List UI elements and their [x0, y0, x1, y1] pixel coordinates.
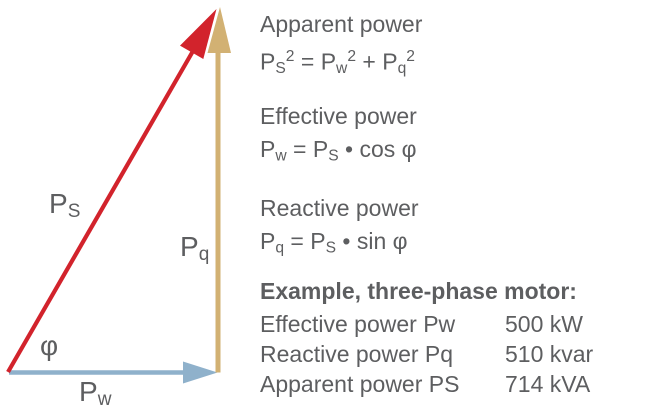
- formula-sub: S: [325, 239, 337, 257]
- formula-text: P: [382, 48, 398, 75]
- apparent-power-formula: PS2 = Pw2 + Pq2: [260, 40, 422, 86]
- example-row-label: Effective power Pw: [260, 311, 456, 337]
- formula-text: • sin φ: [336, 228, 408, 254]
- formula-text: P: [310, 228, 326, 254]
- label-ps-main: P: [49, 188, 68, 219]
- example-row-value: 510 kvar: [505, 341, 594, 367]
- label-pw-main: P: [79, 376, 98, 407]
- example-row: Apparent power PS 714 kVA: [260, 370, 650, 398]
- example-row-label: Apparent power PS: [260, 371, 460, 397]
- formula-sup: 2: [347, 48, 357, 65]
- label-ps: PS: [49, 188, 80, 223]
- example-row: Reactive power Pq 510 kvar: [260, 340, 650, 368]
- label-pq-sub: q: [198, 244, 210, 266]
- label-ps-sub: S: [67, 201, 81, 223]
- formula-text: P: [260, 48, 276, 75]
- reactive-power-formula: Pq = PS • sin φ: [260, 224, 419, 265]
- formula-text: P: [320, 48, 337, 75]
- formula-text: • cos φ: [338, 136, 417, 162]
- example-row: Effective power Pw 500 kW: [260, 310, 650, 338]
- effective-power-arrowhead: [183, 361, 218, 384]
- formula-sub: q: [397, 60, 407, 78]
- formula-sub: w: [336, 60, 348, 78]
- label-pq: Pq: [180, 231, 209, 266]
- label-pw: Pw: [79, 376, 111, 411]
- formula-text: +: [356, 48, 383, 75]
- formula-text: =: [286, 136, 313, 162]
- formula-sub: S: [275, 60, 286, 78]
- apparent-power-arrowhead: [180, 9, 217, 59]
- formula-text: P: [312, 136, 329, 162]
- label-pq-main: P: [180, 231, 199, 262]
- reactive-power-vector: [207, 7, 231, 373]
- reactive-power-title: Reactive power: [260, 195, 419, 221]
- apparent-power-title: Apparent power: [260, 11, 423, 37]
- formula-sup: 2: [406, 48, 415, 65]
- effective-power-section: Effective power Pw = PS • cos φ: [260, 102, 417, 173]
- formula-text: P: [260, 136, 276, 162]
- apparent-power-vector: [6, 9, 217, 374]
- reactive-power-arrowhead: [207, 7, 231, 53]
- formula-sub: w: [275, 147, 287, 165]
- apparent-power-section: Apparent power PS2 = Pw2 + Pq2: [260, 10, 422, 86]
- formula-sup: 2: [285, 48, 295, 65]
- example-row-label: Reactive power Pq: [260, 341, 454, 367]
- formula-text: =: [284, 228, 311, 254]
- effective-power-vector: [9, 361, 218, 384]
- effective-power-title: Effective power: [260, 103, 417, 129]
- reactive-power-section: Reactive power Pq = PS • sin φ: [260, 194, 419, 265]
- example-row-value: 714 kVA: [505, 371, 591, 397]
- formula-sub: S: [328, 147, 339, 165]
- formula-text: =: [294, 48, 321, 75]
- effective-power-formula: Pw = PS • cos φ: [260, 132, 417, 173]
- formula-text: P: [260, 228, 276, 254]
- label-pw-sub: w: [97, 389, 112, 411]
- example-row-value: 500 kW: [505, 311, 583, 337]
- formula-sub: q: [275, 239, 285, 257]
- example-heading: Example, three-phase motor:: [260, 278, 577, 304]
- label-phi: φ: [40, 330, 59, 361]
